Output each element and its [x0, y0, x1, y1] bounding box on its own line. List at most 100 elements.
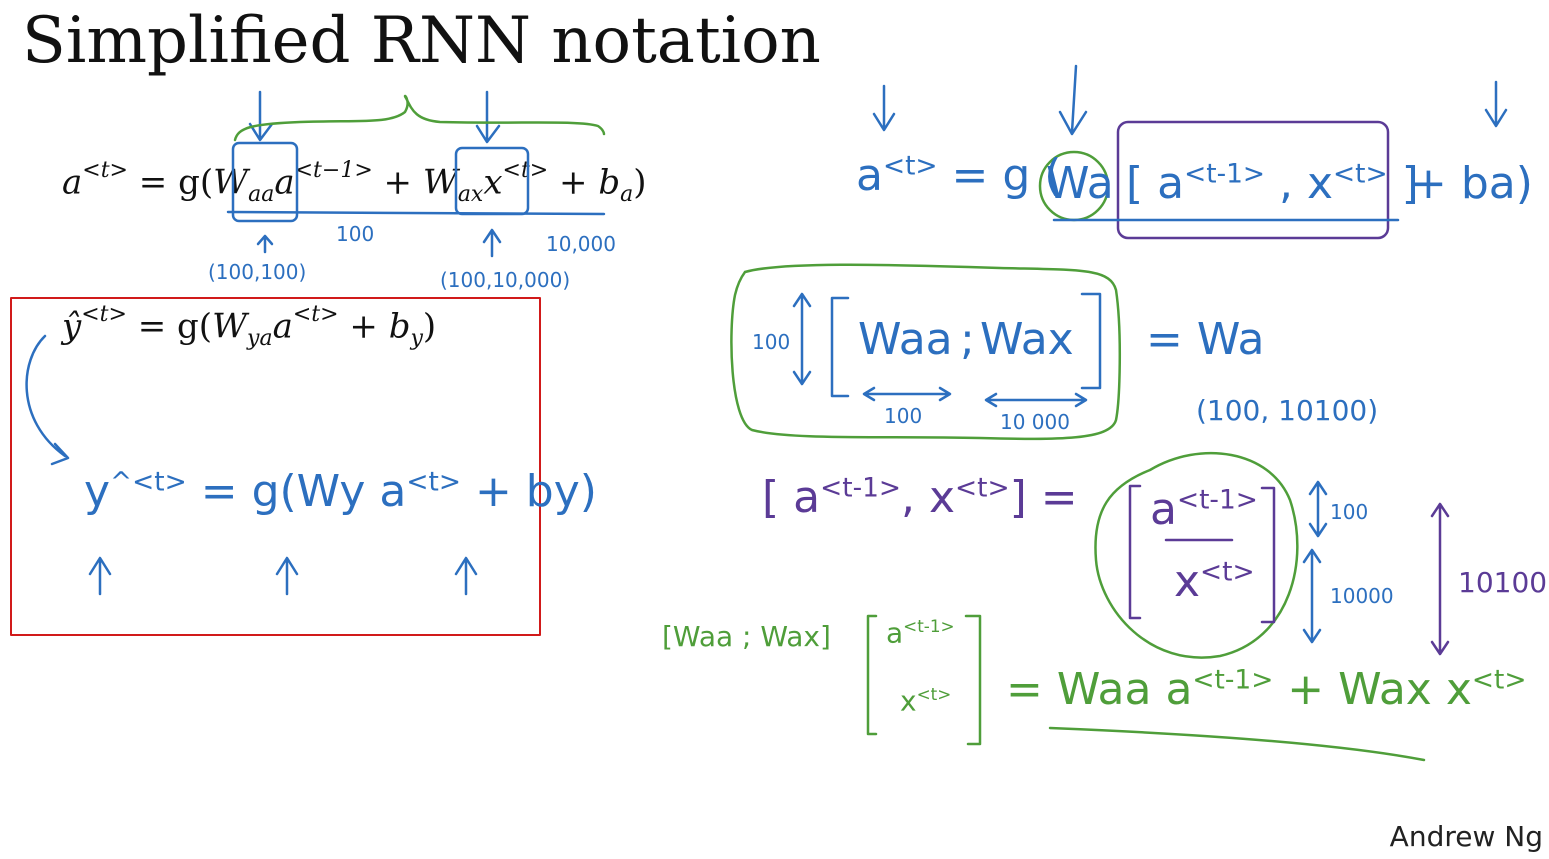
eq-waa-sub: aa	[248, 182, 275, 208]
dim-100: 100	[336, 222, 375, 246]
hw-y: y	[84, 466, 111, 517]
hw-wa-shape: (100, 10100)	[1196, 394, 1379, 427]
arrow-up-y	[88, 556, 112, 596]
box-wax	[454, 146, 530, 216]
arrow-down-wa	[1058, 64, 1088, 136]
hw-y-a-sup: <t>	[406, 466, 461, 498]
eq-wya-sub: ya	[247, 326, 273, 352]
hw-bracket-sup2: <t>	[1333, 158, 1388, 190]
stack-bracket-left	[830, 296, 850, 398]
eq-waa: W	[213, 162, 249, 203]
hw-a-sup: <t>	[882, 150, 938, 182]
arrow-up-wax	[482, 228, 502, 258]
eq-wax-sub: ax	[457, 182, 484, 208]
arrow-down-ba	[1484, 80, 1508, 128]
hw-green-plus: + Wax x	[1273, 664, 1472, 715]
slide-title: Simplified RNN notation	[22, 4, 821, 78]
hw-green-plus-sup: <t>	[1471, 664, 1527, 696]
hw-h10000: 10000	[1330, 584, 1394, 608]
stack-width-arrow-2	[984, 392, 1088, 408]
hw-concat-top: [ a<t-1> , x<t> ]	[1126, 158, 1419, 209]
arrow-up-by	[454, 556, 478, 596]
eq-by-sub: y	[410, 326, 423, 352]
hw-concat-def: [ a<t-1>, x<t>] =	[762, 472, 1078, 523]
arrow-up-wy	[275, 556, 299, 596]
red-highlight-box	[10, 297, 541, 636]
hw-wax: Wax	[980, 314, 1074, 365]
eq-wya: W	[212, 306, 248, 347]
hw-semicolon: ;	[960, 314, 975, 365]
hw-col-a-sup: <t-1>	[1176, 484, 1258, 516]
hw-col-x-sup: <t>	[1200, 556, 1255, 588]
hw-col-a: a	[1150, 484, 1177, 535]
eq-b: b	[598, 162, 621, 203]
eq-a-prev-sup: <t−1>	[294, 158, 373, 183]
hw-concat-close: ] =	[1009, 472, 1078, 523]
stack-width-arrow-1	[862, 386, 952, 402]
stack-height-arrow	[792, 292, 812, 386]
hw-concat: [ a	[762, 472, 821, 523]
green-brace	[233, 94, 606, 142]
height-arrow-100	[1308, 480, 1328, 538]
author-name: Andrew Ng	[1389, 820, 1543, 853]
hw-y-end: + by)	[460, 466, 597, 517]
circle-column	[1094, 451, 1299, 659]
hw-green-eq-sup: <t-1>	[1192, 664, 1274, 696]
hw-y-rest: = g(Wy a	[186, 466, 407, 517]
hw-yhat-eq: y^<t> = g(Wy a<t> + by)	[84, 466, 597, 517]
equation-output: ŷ<t> = g(Wyaa<t> + by)	[62, 302, 436, 352]
green-col-bracket-right	[964, 614, 982, 746]
hw-green-expansion: = Waa a<t-1> + Wax x<t>	[1006, 664, 1526, 715]
underline-eq1	[226, 210, 606, 216]
hw-w10000: 10 000	[1000, 410, 1070, 434]
eq-x-sup: <t>	[502, 158, 549, 183]
hw-h100: 100	[1330, 500, 1369, 524]
hw-col-a-wrap: a<t-1>	[1150, 484, 1258, 535]
eq-plus2: +	[548, 162, 599, 203]
box-waa	[231, 141, 299, 223]
hw-plus-ba: + ba)	[1410, 158, 1533, 209]
eq-close: )	[633, 162, 647, 203]
hw-concat-x: , x	[901, 472, 956, 523]
eq-by: b	[388, 306, 411, 347]
hw-h10100: 10100	[1458, 566, 1548, 599]
hw-bracket: [ a	[1126, 158, 1185, 209]
eq-plus1: +	[372, 162, 423, 203]
eq-ya: a	[272, 306, 293, 347]
hw-green-eq: = Waa a	[1006, 664, 1193, 715]
hw-green-col-a-sup: <t-1>	[903, 616, 955, 636]
shape-wax: (100,10,000)	[440, 268, 571, 292]
hw-col-x-wrap: x<t>	[1174, 556, 1255, 607]
hw-green-left: [Waa ; Wax]	[662, 620, 831, 653]
arrow-up-waa	[256, 234, 274, 254]
eq-a-prev: a	[274, 162, 295, 203]
eq-wax: W	[422, 162, 458, 203]
height-arrow-10000	[1302, 548, 1322, 644]
hw-eq-a: a<t> = g (	[856, 150, 1061, 201]
hw-comma-x: , x	[1265, 158, 1334, 209]
green-underline	[1048, 726, 1426, 762]
eq-y-eq: = g(	[126, 306, 213, 347]
eq-a-eq: = g(	[128, 162, 214, 203]
eq-yplus: +	[338, 306, 389, 347]
eq-a-lhs-sup: <t>	[82, 158, 128, 183]
eq-b-sub: a	[620, 182, 634, 208]
hw-bracket-close: ]	[1387, 158, 1419, 209]
arrow-down-wax	[475, 90, 501, 144]
hw-stack-100: 100	[752, 330, 791, 354]
hw-green-col-x-sup: <t>	[916, 684, 952, 704]
arrow-down-a	[872, 84, 896, 132]
hw-w100: 100	[884, 404, 923, 428]
hw-green-col-x: x	[900, 684, 917, 718]
eq-y-lhs-sup: <t>	[81, 302, 127, 327]
hw-eq-g: = g (	[937, 150, 1062, 201]
hw-col-x: x	[1174, 556, 1201, 607]
hw-concat-sup2: <t>	[955, 472, 1010, 504]
shape-waa: (100,100)	[208, 260, 307, 284]
curved-arrow	[25, 334, 70, 466]
green-col-bracket-left	[866, 614, 878, 736]
hw-bracket-sup1: <t-1>	[1184, 158, 1266, 190]
hw-a: a	[856, 150, 883, 201]
hw-green-col-a-wrap: a<t-1>	[886, 616, 955, 649]
